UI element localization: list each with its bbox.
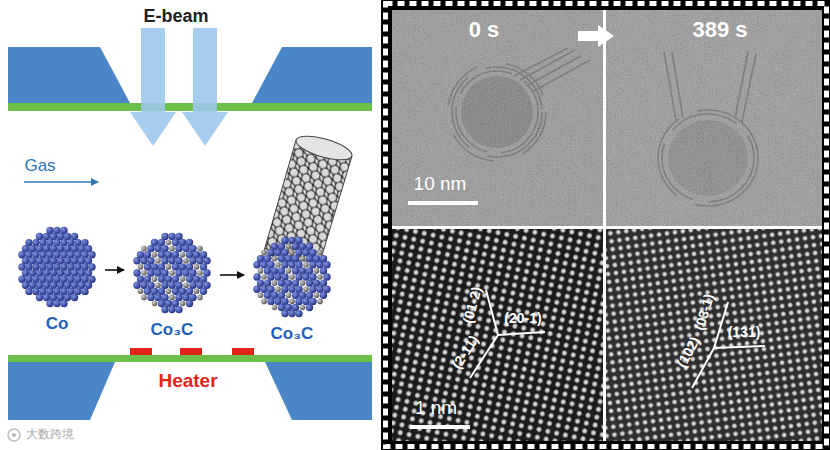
scale-bar [408, 201, 478, 205]
step-arrow [220, 274, 244, 276]
chip-body [8, 362, 115, 420]
time-label: 0 s [469, 17, 500, 42]
particle-node: Co₃C [247, 232, 337, 344]
time-arrow [578, 25, 614, 47]
divider [392, 226, 822, 229]
beam-arrow [182, 28, 228, 146]
miller-index: (131) [728, 324, 761, 340]
dashed-frame [386, 4, 827, 447]
miller-index: (20-1) [504, 310, 541, 326]
particle-drawing [127, 228, 217, 318]
watermark-logo [8, 429, 20, 441]
particle-label: Co₃C [127, 320, 217, 340]
nanotube [262, 131, 354, 262]
direction-lines [470, 290, 765, 388]
heater-pad [180, 348, 202, 355]
hrtem-lattice [392, 229, 603, 441]
scale-label: 1 nm [415, 397, 457, 419]
particle-label: Co₃C [247, 324, 337, 344]
particle-node: Co₃C [127, 228, 217, 340]
hrtem-lattice [606, 229, 822, 441]
gas-arrow [24, 181, 98, 183]
particle-label: Co [12, 314, 102, 334]
membrane [8, 103, 372, 111]
divider [603, 10, 606, 441]
gas-label: Gas [24, 156, 55, 176]
chip-body [8, 47, 130, 103]
time-label: 389 s [692, 17, 747, 42]
particle-node: Co [12, 222, 102, 334]
watermark: 大数跨境 [26, 428, 74, 442]
heater-label: Heater [158, 370, 217, 392]
scale-bar [410, 425, 470, 429]
particle-drawing [12, 222, 102, 312]
chip-body [265, 362, 372, 420]
scale-label: 10 nm [414, 173, 467, 195]
particle-drawing [247, 232, 337, 322]
heater-pad [130, 348, 152, 355]
beam-label: E-beam [143, 6, 208, 27]
step-arrow [105, 269, 124, 271]
membrane [8, 355, 372, 362]
heater-pad [232, 348, 254, 355]
tem-panel [381, 0, 830, 450]
tem-image [392, 10, 603, 226]
beam-arrow [130, 28, 176, 146]
tem-image [606, 10, 822, 226]
chip-body [252, 47, 372, 103]
